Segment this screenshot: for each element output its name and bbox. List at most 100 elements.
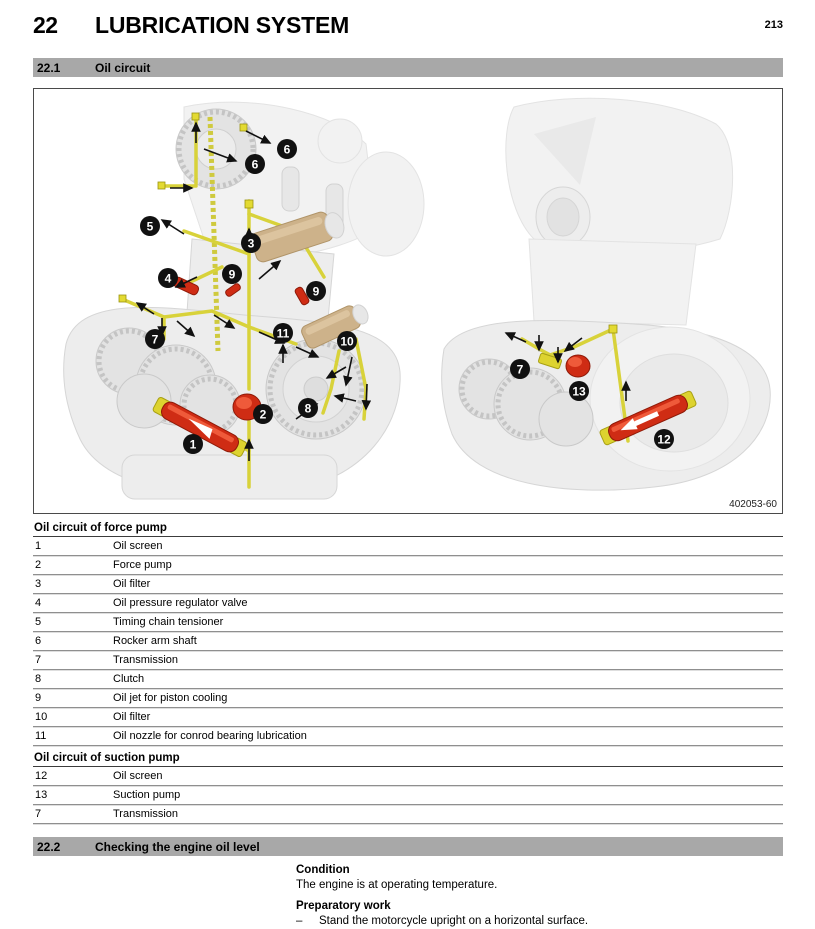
legend-row-number: 2 — [35, 559, 42, 571]
legend-row-description: Rocker arm shaft — [113, 635, 197, 647]
callout-10: 10 — [337, 331, 357, 351]
svg-text:3: 3 — [248, 237, 255, 251]
callout-1: 1 — [183, 434, 203, 454]
svg-text:2: 2 — [260, 408, 267, 422]
condition-heading: Condition — [296, 864, 350, 876]
callout-12: 12 — [654, 429, 674, 449]
svg-text:6: 6 — [252, 158, 259, 172]
legend-row-description: Oil jet for piston cooling — [113, 692, 228, 704]
legend-row-description: Transmission — [113, 654, 178, 666]
legend-row-number: 1 — [35, 540, 42, 552]
legend-row-number: 5 — [35, 616, 42, 628]
svg-text:8: 8 — [305, 402, 312, 416]
engine-diagram: 6 6 5 3 4 9 9 7 11 10 2 8 1 7 13 12 — [63, 97, 771, 500]
piston-oil-jet-9b — [294, 286, 310, 306]
legend-row-number: 12 — [35, 770, 48, 782]
legend-row: 7 Transmission — [33, 651, 783, 670]
prep-item-dash: – — [296, 915, 303, 927]
legend-row-description: Oil nozzle for conrod bearing lubricatio… — [113, 730, 307, 742]
callout-9: 9 — [222, 264, 242, 284]
section-number: 22.1 — [37, 60, 61, 75]
legend-group-title: Oil circuit of suction pump — [33, 749, 783, 767]
section-number: 22.2 — [37, 839, 61, 854]
legend-row-number: 8 — [35, 673, 42, 685]
chapter-title: LUBRICATION SYSTEM — [95, 12, 350, 38]
legend-row-number: 6 — [35, 635, 42, 647]
legend-row-description: Clutch — [113, 673, 145, 685]
page-number: 213 — [764, 19, 783, 31]
flow-arrows — [135, 121, 631, 461]
svg-text:4: 4 — [165, 272, 172, 286]
legend-row: 2 Force pump — [33, 556, 783, 575]
callout-6: 6 — [245, 154, 265, 174]
legend-row-description: Suction pump — [113, 789, 181, 801]
legend-row: 12 Oil screen — [33, 767, 783, 786]
svg-text:1: 1 — [190, 438, 197, 452]
legend-row: 7 Transmission — [33, 805, 783, 824]
oil-filter-3 — [250, 211, 345, 263]
svg-text:5: 5 — [147, 220, 154, 234]
legend-row-description: Transmission — [113, 808, 178, 820]
callout-8: 8 — [298, 398, 318, 418]
callout-7: 7 — [510, 359, 530, 379]
legend-row-description: Timing chain tensioner — [113, 616, 224, 628]
callout-6: 6 — [277, 139, 297, 159]
callout-3: 3 — [241, 233, 261, 253]
engine-left-silhouette — [63, 101, 425, 500]
svg-text:9: 9 — [229, 268, 236, 282]
condition-text: The engine is at operating temperature. — [296, 879, 498, 891]
legend-row-description: Oil filter — [113, 711, 151, 723]
legend-row: 11 Oil nozzle for conrod bearing lubricat… — [33, 727, 783, 746]
legend-row-number: 9 — [35, 692, 42, 704]
svg-text:13: 13 — [572, 385, 586, 399]
legend-row: 10 Oil filter — [33, 708, 783, 727]
legend-row-description: Force pump — [113, 559, 172, 571]
suction-pump-13 — [565, 354, 591, 378]
legend-row: 5 Timing chain tensioner — [33, 613, 783, 632]
legend-row-number: 13 — [35, 789, 48, 801]
svg-text:12: 12 — [657, 433, 671, 447]
callout-9: 9 — [306, 281, 326, 301]
oil-screen-12 — [599, 390, 697, 446]
legend-row-number: 11 — [35, 730, 47, 742]
callout-2: 2 — [253, 404, 273, 424]
legend-row-number: 10 — [35, 711, 48, 723]
prep-item: – Stand the motorcycle upright on a horiz… — [296, 914, 783, 929]
legend-row: 9 Oil jet for piston cooling — [33, 689, 783, 708]
legend-row: 8 Clutch — [33, 670, 783, 689]
svg-text:9: 9 — [313, 285, 320, 299]
figure-code: 402053-60 — [729, 499, 777, 510]
legend-row-number: 7 — [35, 654, 42, 666]
preparatory-work-list: – Stand the motorcycle upright on a horiz… — [296, 914, 783, 929]
legend-row-description: Oil pressure regulator valve — [113, 597, 248, 609]
section-header-check-oil: 22.2 Checking the engine oil level — [33, 837, 783, 856]
svg-text:7: 7 — [152, 333, 159, 347]
legend-group: Oil circuit of force pump 1 Oil screen 2 For… — [33, 519, 783, 746]
chapter-header: 22 LUBRICATION SYSTEM 213 — [33, 12, 783, 58]
legend-row-description: Oil screen — [113, 540, 163, 552]
legend-row: 6 Rocker arm shaft — [33, 632, 783, 651]
callout-layer: 6 6 5 3 4 9 9 7 11 10 2 8 1 7 13 12 — [140, 139, 674, 454]
legend-row: 13 Suction pump — [33, 786, 783, 805]
legend-row-number: 7 — [35, 808, 42, 820]
legend-row: 1 Oil screen — [33, 537, 783, 556]
legend-group-title: Oil circuit of force pump — [33, 519, 783, 537]
piston-oil-jet-9a — [225, 283, 241, 297]
svg-text:7: 7 — [517, 363, 524, 377]
oil-circuit-figure: 6 6 5 3 4 9 9 7 11 10 2 8 1 7 13 12 402053-60 — [33, 88, 783, 514]
svg-text:11: 11 — [277, 327, 290, 341]
svg-text:6: 6 — [284, 143, 291, 157]
section-title: Checking the engine oil level — [95, 839, 260, 854]
legend-row-description: Oil filter — [113, 578, 151, 590]
legend-row-description: Oil screen — [113, 770, 163, 782]
callout-4: 4 — [158, 268, 178, 288]
svg-text:10: 10 — [340, 335, 354, 349]
section-title: Oil circuit — [95, 60, 151, 75]
callout-7: 7 — [145, 329, 165, 349]
prep-item-text: Stand the motorcycle upright on a horizo… — [319, 915, 589, 927]
